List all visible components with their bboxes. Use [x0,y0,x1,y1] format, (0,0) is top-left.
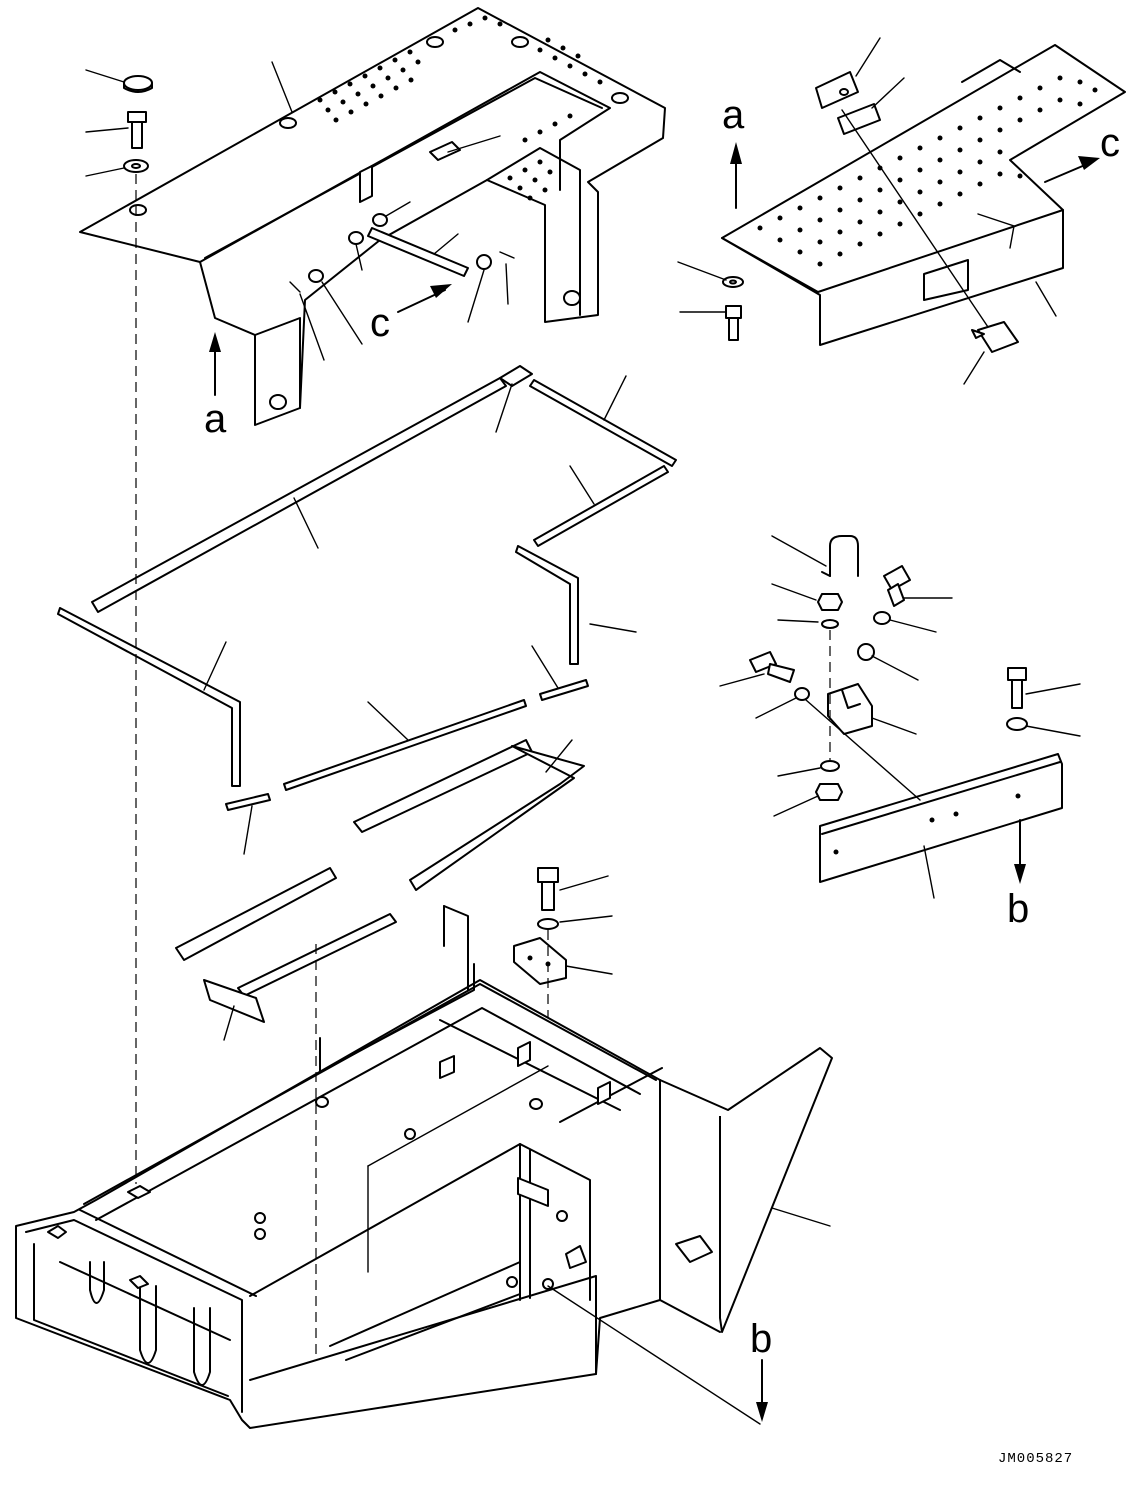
label-c-left: c [370,301,390,345]
washer-right-far [1006,717,1028,731]
main-box-body [15,905,663,1429]
washer-right-mid-4 [820,760,840,772]
ball-knob [857,643,875,661]
label-a-left: a [204,397,227,441]
nut-right-mid [817,593,843,611]
washer-right-mid-1 [821,619,839,629]
clip-plate-center [513,937,567,985]
washer-right-mid-3 [794,687,810,701]
view-arrow-b-right: b [1007,819,1029,931]
bolt-angled-right-mid [883,565,911,607]
view-arrow-c-right: c [1044,121,1120,183]
top-cover-plate-right [721,44,1126,346]
bolt-left-top [127,111,147,149]
washer-right-mid-2 [873,611,891,625]
hinge-bracket-right-top [815,71,881,135]
bolt-right-top [725,305,742,341]
nut-right-mid-2 [815,783,843,801]
label-b-right: b [1007,887,1029,931]
cap-plug [123,75,153,93]
bolt-left-mid [749,651,795,683]
bolt-center [537,867,559,911]
top-cover-plate-left [79,7,666,426]
view-arrow-c-left: c [370,284,452,345]
washer-center [537,918,559,930]
view-arrow-b-bottom: b [750,1317,772,1422]
view-arrow-a-right: a [722,93,745,209]
perforation-holes-left [317,15,603,201]
label-c-right: c [1100,121,1120,165]
side-panel-right [659,1047,833,1333]
perforation-holes-right [757,75,1098,267]
label-b-bottom: b [750,1317,772,1361]
seal-strips [57,365,677,1023]
label-a-right: a [722,93,745,137]
u-bolt [821,535,859,577]
drawing-code: JM005827 [998,1451,1073,1467]
latch-bracket [827,683,873,735]
view-arrow-a-left: a [204,332,227,441]
bolt-right-far [1007,667,1027,709]
pin-and-rod-assembly [289,141,515,293]
mounting-rail [819,753,1063,883]
washer-left-top [123,159,149,173]
washer-right-top [722,276,744,288]
flange-bolt-right [971,321,1019,353]
